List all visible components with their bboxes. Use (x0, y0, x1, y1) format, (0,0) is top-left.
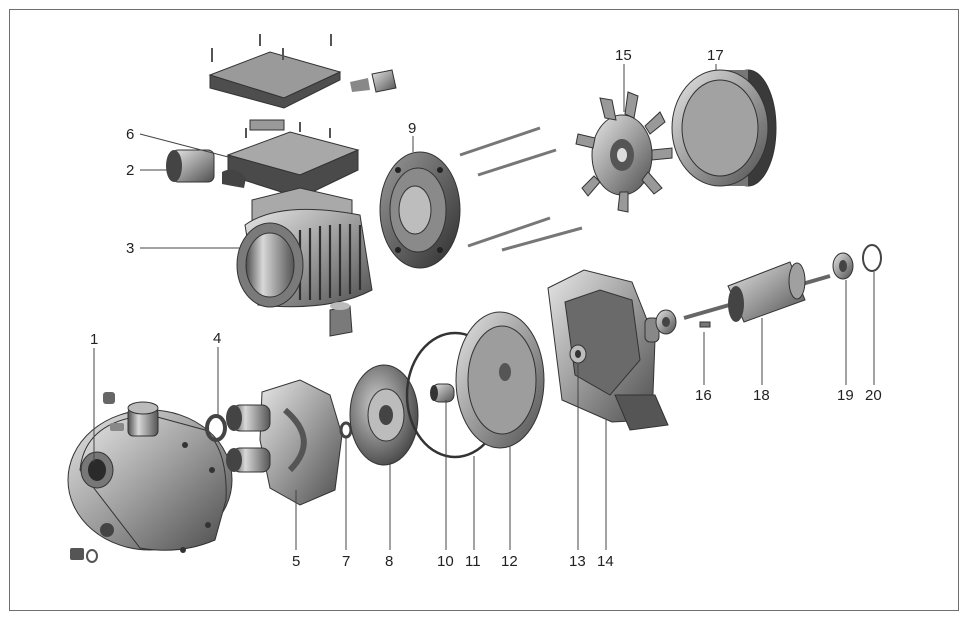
part-16-shaft-key (699, 321, 711, 328)
label-6: 6 (126, 126, 134, 143)
part-1-pump-casing (67, 392, 233, 563)
label-12: 12 (501, 553, 518, 570)
part-20-washer (862, 244, 882, 272)
label-3: 3 (126, 240, 134, 257)
label-14: 14 (597, 553, 614, 570)
part-2-capacitor (166, 149, 215, 183)
part-17-fan-cover (671, 69, 777, 187)
part-12-seal-plate (455, 311, 545, 449)
label-2: 2 (126, 162, 134, 179)
part-7-seal (339, 421, 353, 439)
label-4: 4 (213, 330, 221, 347)
label-8: 8 (385, 553, 393, 570)
part-15-cooling-fan (575, 91, 673, 213)
label-9: 9 (408, 120, 416, 137)
label-5: 5 (292, 553, 300, 570)
label-20: 20 (865, 387, 882, 404)
part-18-rotor-shaft (683, 261, 831, 323)
part-14-bracket (547, 269, 669, 431)
label-13: 13 (569, 553, 586, 570)
label-10: 10 (437, 553, 454, 570)
label-17: 17 (707, 47, 724, 64)
front-bearing (655, 309, 677, 335)
tie-rods (459, 126, 583, 252)
label-11: 11 (465, 553, 481, 570)
label-7: 7 (342, 553, 350, 570)
part-19-bearing (832, 252, 854, 280)
part-5-diffuser (226, 379, 343, 506)
part-9-bearing-flange (379, 151, 461, 269)
part-13-seal-insert (569, 344, 587, 364)
part-4-o-ring (205, 414, 227, 442)
part-8-impeller (349, 364, 419, 466)
part-number-labels: 1 2 3 4 5 6 7 8 9 10 11 12 13 14 15 16 1… (90, 47, 882, 570)
label-18: 18 (753, 387, 770, 404)
part-6-terminal-box (208, 34, 397, 199)
part-10-mechanical-seal (430, 383, 455, 403)
label-19: 19 (837, 387, 854, 404)
part-3-motor-housing (236, 187, 373, 337)
figure-frame (9, 9, 959, 611)
label-16: 16 (695, 387, 712, 404)
leader-lines (93, 64, 875, 550)
label-1: 1 (90, 331, 98, 348)
label-15: 15 (615, 47, 632, 64)
